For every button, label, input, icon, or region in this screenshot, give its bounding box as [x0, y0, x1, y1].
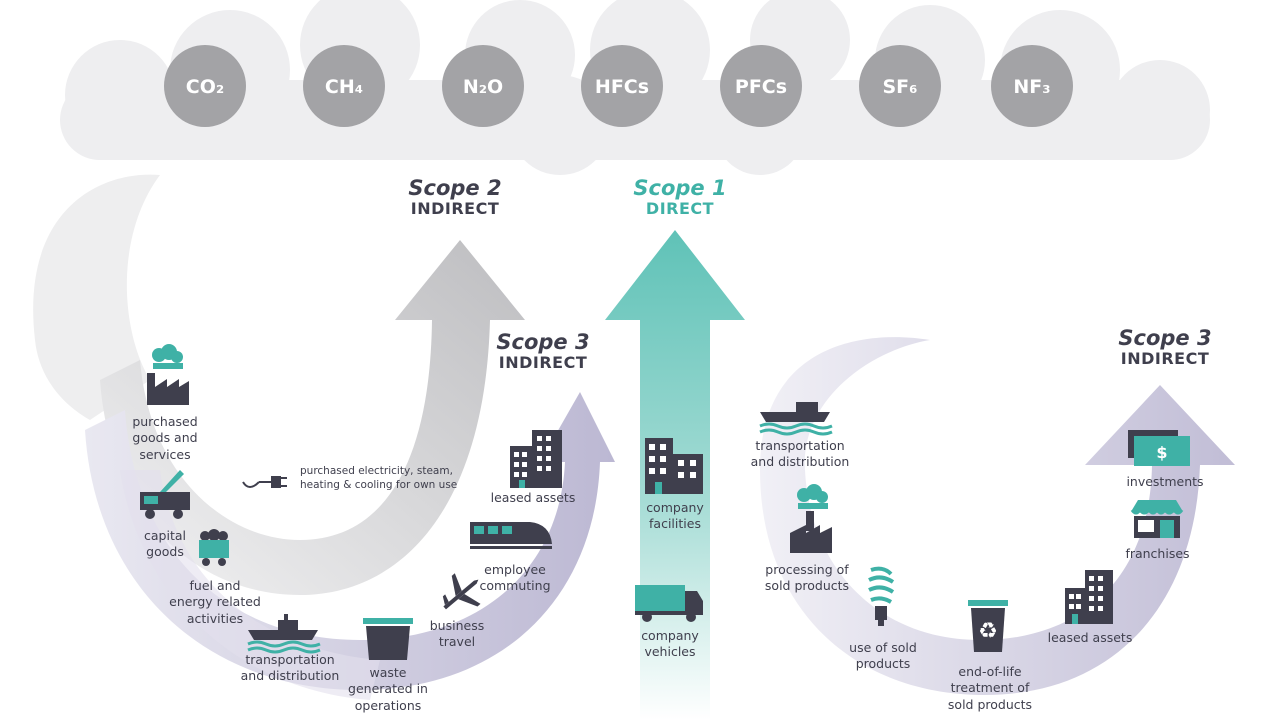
plug-icon	[242, 476, 287, 488]
scope3-upstream-name: Scope 3	[496, 330, 590, 354]
label-company-facilities: company facilities	[646, 500, 704, 532]
gas-label-n2o: N₂O	[463, 76, 503, 98]
scope2-title: Scope 2 INDIRECT	[390, 176, 520, 219]
svg-text:♻: ♻	[978, 619, 998, 644]
truck-crane-icon	[140, 470, 190, 519]
label-employee-commuting: employee commuting	[479, 562, 551, 594]
factory-icon	[790, 484, 832, 553]
svg-text:$: $	[1156, 443, 1167, 462]
label-business-travel: business travel	[429, 618, 485, 650]
label-upstream-transportation: transportation and distribution	[240, 652, 340, 684]
money-icon: $	[1128, 430, 1190, 466]
label-end-of-life: end-of-life treatment of sold products	[947, 664, 1033, 712]
coal-cart-icon	[199, 529, 229, 566]
label-upstream-leased-assets: leased assets	[490, 490, 576, 505]
building-icon	[510, 430, 562, 488]
scope3-downstream-kind: INDIRECT	[1120, 349, 1210, 369]
scope3-downstream-band	[760, 337, 1235, 695]
building-icon	[1065, 570, 1113, 624]
label-fuel-energy: fuel and energy related activities	[169, 578, 261, 626]
lightbulb-icon	[868, 566, 895, 626]
factory-icon	[147, 344, 189, 405]
scope3-upstream-kind: INDIRECT	[498, 353, 588, 373]
airplane-icon	[442, 573, 481, 610]
building-icon	[645, 438, 703, 494]
label-waste: waste generated in operations	[348, 665, 428, 713]
label-processing: processing of sold products	[764, 562, 850, 594]
gas-label-pfcs: PFCs	[735, 76, 787, 98]
gas-label-ch4: CH₄	[325, 76, 363, 98]
label-purchased-goods: purchased goods and services	[132, 414, 198, 462]
recycle-bin-icon: ♻	[968, 600, 1008, 652]
dumpster-icon	[363, 618, 413, 660]
scope3-downstream-name: Scope 3	[1118, 326, 1212, 350]
gas-circle-co2	[164, 45, 246, 127]
scope1-title: Scope 1 DIRECT	[615, 176, 745, 219]
scope3-downstream-title: Scope 3 INDIRECT	[1100, 326, 1230, 369]
ship-icon	[759, 402, 833, 436]
scope2-kind: INDIRECT	[410, 199, 500, 219]
label-purchased-electricity: purchased electricity, steam, heating & …	[300, 465, 458, 491]
ship-icon	[247, 614, 321, 654]
gas-circle-n2o	[442, 45, 524, 127]
gas-circle-nf3	[991, 45, 1073, 127]
scope1-kind: DIRECT	[645, 199, 715, 219]
label-company-vehicles: company vehicles	[641, 628, 699, 660]
gas-circle-ch4	[303, 45, 385, 127]
delivery-truck-icon	[635, 585, 703, 622]
shop-icon	[1130, 500, 1184, 538]
gas-label-nf3: NF₃	[1013, 76, 1050, 98]
label-franchises: franchises	[1125, 546, 1190, 561]
train-icon	[470, 522, 552, 549]
gas-circle-sf6	[859, 45, 941, 127]
gas-label-sf6: SF₆	[883, 76, 918, 98]
label-capital-goods: capital goods	[144, 528, 186, 560]
scope2-name: Scope 2	[408, 176, 502, 200]
label-downstream-transportation: transportation and distribution	[750, 438, 850, 470]
scope1-name: Scope 1	[633, 176, 727, 200]
label-use-of-sold: use of sold products	[849, 640, 917, 672]
label-investments: investments	[1126, 474, 1204, 489]
gas-circle-hfcs	[581, 45, 663, 127]
gas-circle-pfcs	[720, 45, 802, 127]
gas-label-hfcs: HFCs	[595, 76, 649, 98]
gas-label-co2: CO₂	[186, 76, 224, 98]
gas-circles: CO₂ CH₄ N₂O HFCs PFCs SF₆ NF₃	[164, 45, 1073, 127]
scope2-arrow	[33, 174, 525, 595]
label-downstream-leased-assets: leased assets	[1047, 630, 1133, 645]
scope3-upstream-title: Scope 3 INDIRECT	[478, 330, 608, 373]
